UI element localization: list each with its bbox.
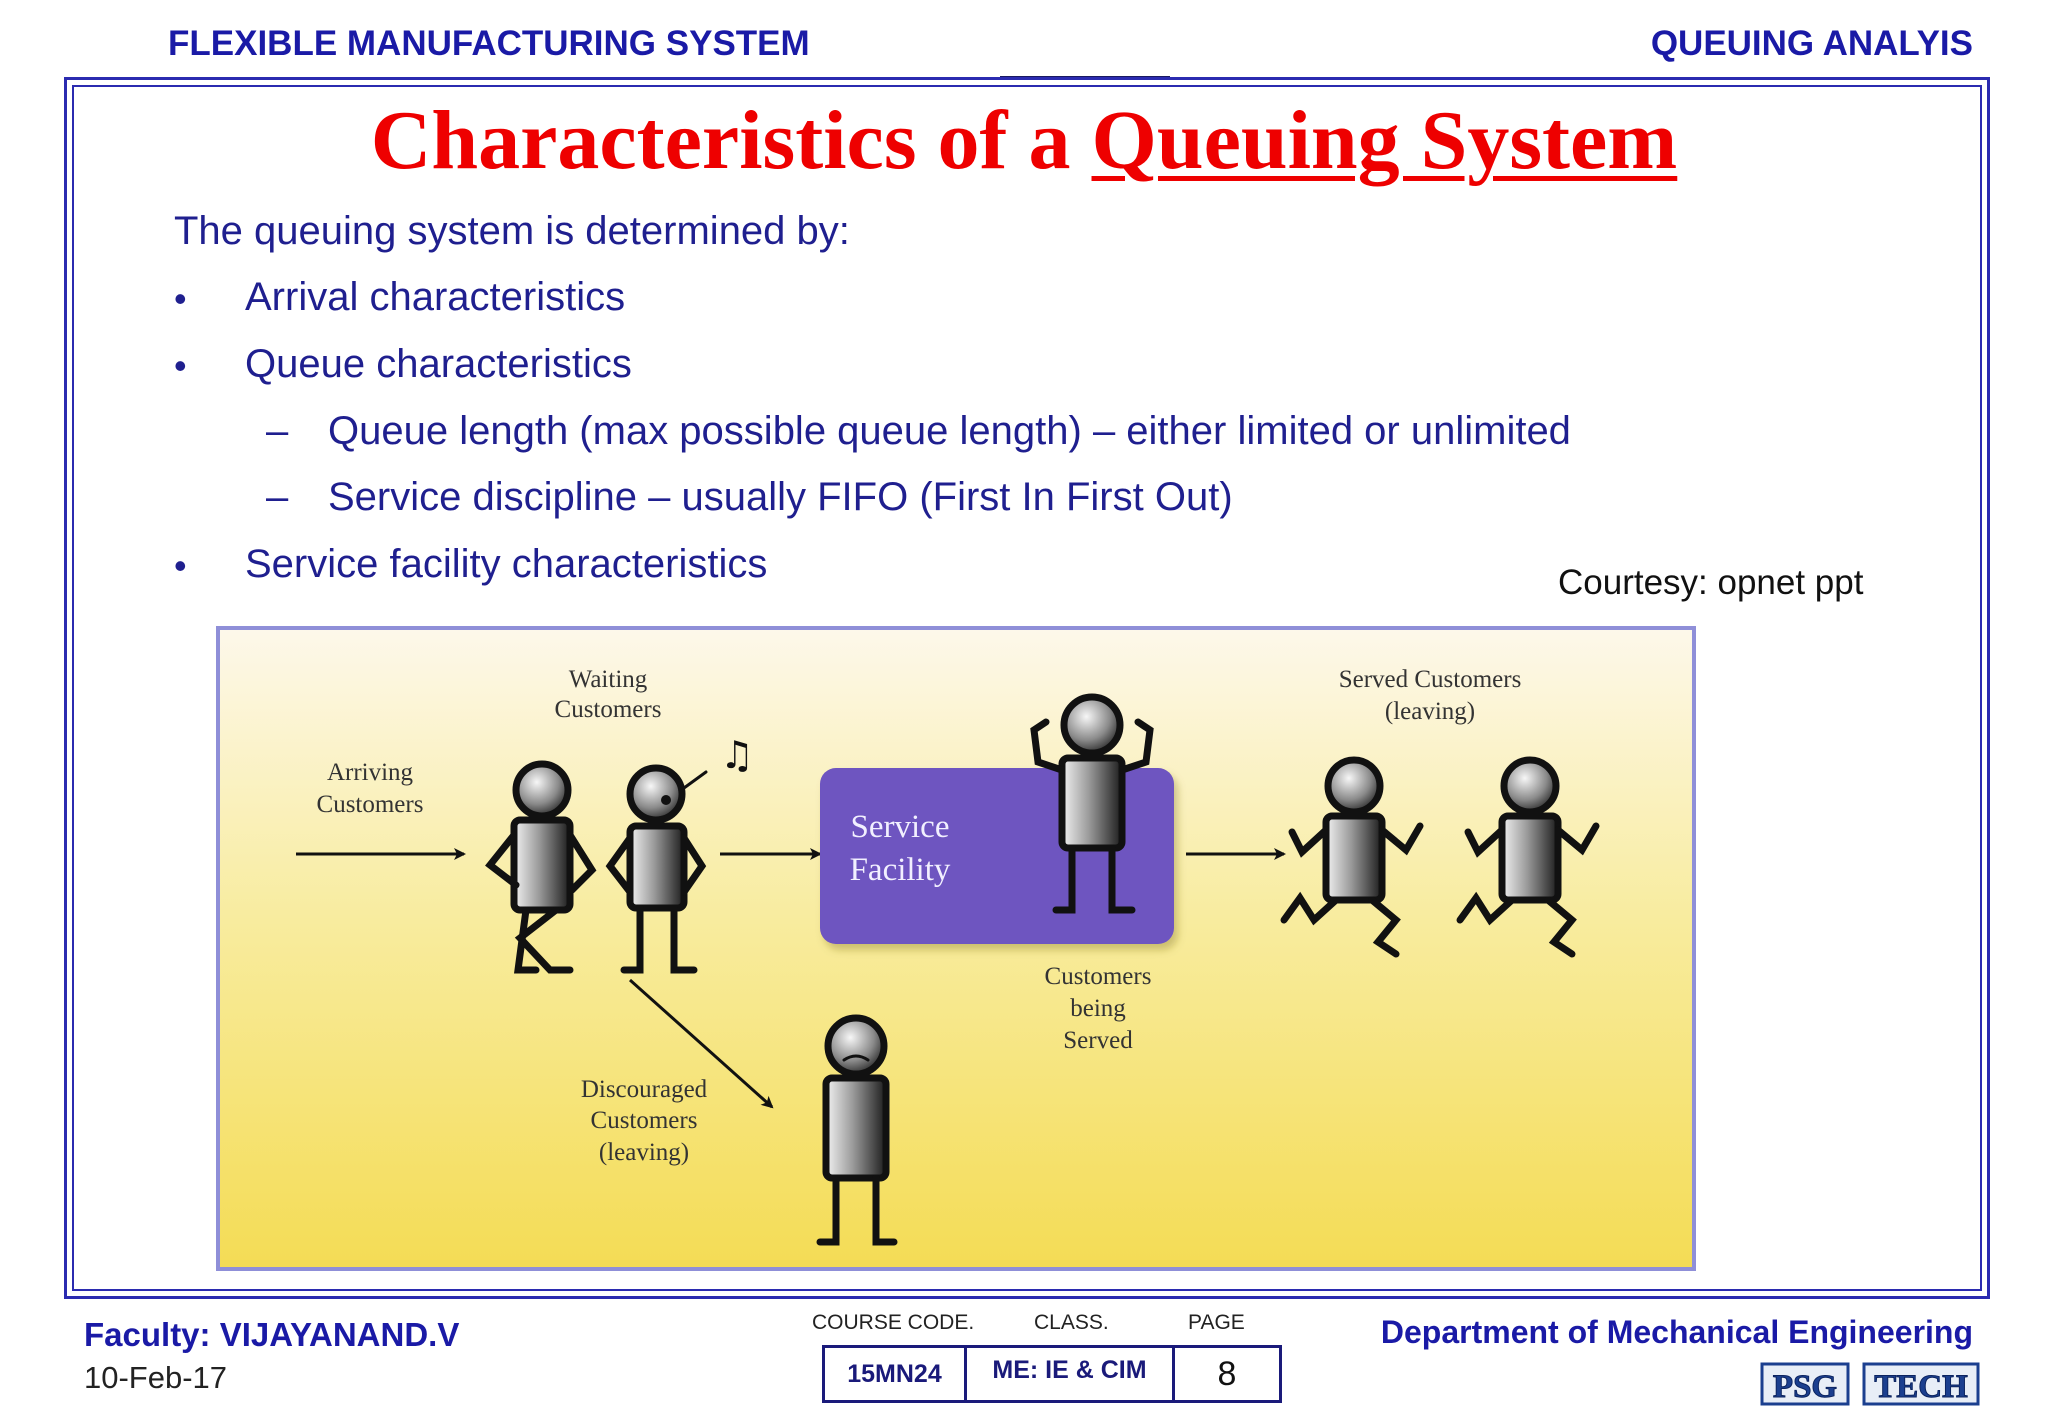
label-waiting-2: Customers xyxy=(555,696,662,723)
discouraged-customer-figure xyxy=(816,1014,898,1246)
faculty-name: Faculty: VIJAYANAND.V xyxy=(84,1316,460,1353)
label-being-3: Served xyxy=(1063,1027,1133,1054)
header-topic: QUEUING ANALYIS xyxy=(1650,24,1973,63)
balk-arrow xyxy=(629,978,774,1109)
label-being-1: Customers xyxy=(1045,963,1152,990)
queuing-diagram: Waiting Customers Arriving Customers Ser… xyxy=(216,626,1696,1271)
bullet-arrival: Arrival characteristics xyxy=(245,275,626,319)
svg-text:PSG: PSG xyxy=(1773,1369,1837,1405)
bullet-marker: • xyxy=(174,545,187,586)
served-customer-figure xyxy=(1030,693,1154,914)
slide-frame-inner xyxy=(72,85,1982,1291)
whistling-customer-figure xyxy=(605,764,708,974)
course-info-table: 15MN24 ME: IE & CIM 8 xyxy=(822,1345,1282,1403)
sub-bullet-service-discipline: Service discipline – usually FIFO (First… xyxy=(328,475,1233,519)
course-code-label: COURSE CODE. xyxy=(812,1311,975,1334)
label-arriving-1: Arriving xyxy=(327,759,414,786)
leaving-customer-figure xyxy=(1280,756,1424,958)
label-discouraged-3: (leaving) xyxy=(599,1139,689,1166)
label-discouraged-2: Customers xyxy=(591,1107,698,1134)
slide-title: Characteristics of a Queuing System xyxy=(0,92,2048,189)
sub-bullet-queue-length: Queue length (max possible queue length)… xyxy=(328,409,1571,453)
slide-date: 10-Feb-17 xyxy=(84,1360,228,1395)
music-note-icon: ♫ xyxy=(720,733,754,777)
label-discouraged-1: Discouraged xyxy=(581,1076,708,1103)
course-code-value: 15MN24 xyxy=(825,1348,967,1400)
label-waiting-1: Waiting xyxy=(569,666,648,693)
label-being-2: being xyxy=(1070,995,1126,1022)
department-name: Department of Mechanical Engineering xyxy=(1380,1314,1973,1350)
intro-text: The queuing system is determined by: xyxy=(174,209,850,253)
bullet-marker: • xyxy=(174,278,187,319)
slide-title-part1: Characteristics of a xyxy=(370,94,1092,187)
label-arriving-2: Customers xyxy=(317,791,424,818)
bullet-service-facility: Service facility characteristics xyxy=(245,542,768,586)
label-served-2: (leaving) xyxy=(1385,698,1475,725)
courtesy-note: Courtesy: opnet ppt xyxy=(1558,563,1864,602)
class-label: CLASS. xyxy=(1034,1311,1109,1334)
header-subject: FLEXIBLE MANUFACTURING SYSTEM xyxy=(168,24,810,63)
bullet-queue: Queue characteristics xyxy=(245,342,632,386)
psg-tech-logo: PSG TECH xyxy=(1760,1360,1980,1413)
svg-text:TECH: TECH xyxy=(1874,1369,1968,1405)
label-service-2: Facility xyxy=(850,852,951,888)
leaving-customer-figure xyxy=(1456,756,1600,958)
slide-title-part2: Queuing System xyxy=(1091,94,1678,187)
dash-marker: – xyxy=(266,409,289,453)
class-value: ME: IE & CIM xyxy=(967,1348,1175,1400)
slide-frame-outer xyxy=(64,77,1990,1299)
dash-marker: – xyxy=(266,475,289,519)
page-number: 8 xyxy=(1217,1354,1237,1393)
label-served-1: Served Customers xyxy=(1339,666,1522,693)
bullet-marker: • xyxy=(174,345,187,386)
page-label: PAGE xyxy=(1188,1311,1245,1334)
waiting-customer-figure xyxy=(485,760,597,974)
label-service-1: Service xyxy=(851,809,950,845)
